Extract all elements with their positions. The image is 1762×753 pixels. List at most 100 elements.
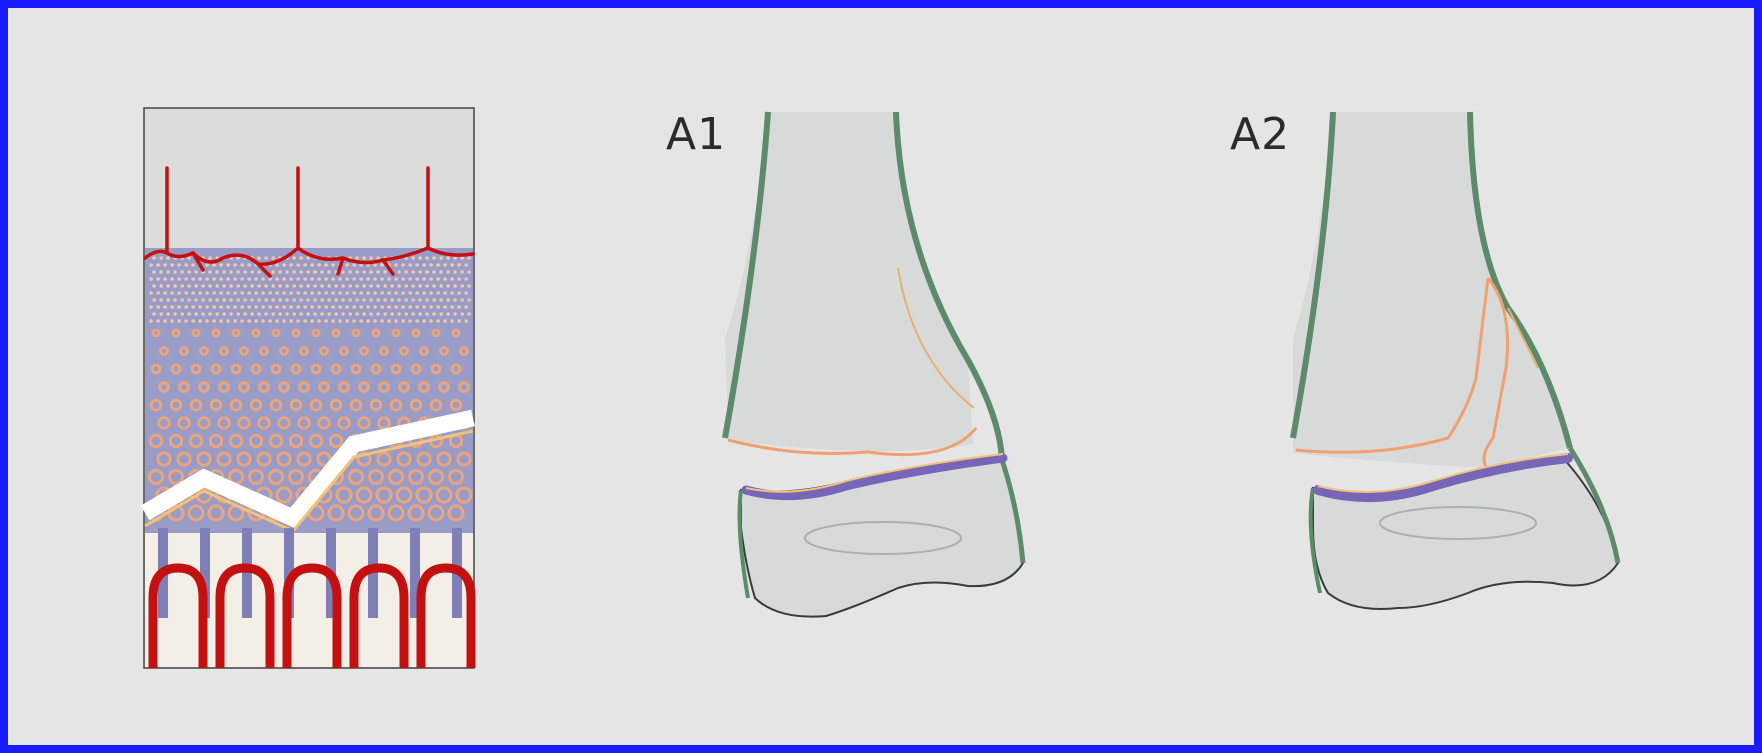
bone-a2 (1293, 112, 1618, 609)
resting-cell (226, 291, 230, 295)
resting-cell (408, 263, 412, 267)
resting-cell (166, 298, 170, 302)
resting-cell (303, 277, 307, 281)
resting-cell (275, 263, 279, 267)
resting-cell (415, 305, 419, 309)
resting-cell (446, 256, 450, 260)
resting-cell (376, 284, 380, 288)
resting-cell (310, 277, 314, 281)
resting-cell (170, 319, 174, 323)
resting-cell (212, 305, 216, 309)
resting-cell (443, 263, 447, 267)
resting-cell (320, 298, 324, 302)
resting-cell (299, 270, 303, 274)
resting-cell (450, 263, 454, 267)
resting-cell (453, 270, 457, 274)
resting-cell (457, 263, 461, 267)
resting-cell (149, 319, 153, 323)
resting-cell (327, 298, 331, 302)
label-a2: A2 (1230, 113, 1290, 157)
resting-cell (338, 277, 342, 281)
resting-cell (215, 312, 219, 316)
resting-cell (229, 284, 233, 288)
resting-cell (285, 312, 289, 316)
resting-cell (180, 312, 184, 316)
resting-cell (422, 291, 426, 295)
resting-cell (198, 277, 202, 281)
resting-cell (383, 298, 387, 302)
resting-cell (222, 312, 226, 316)
resting-cell (460, 270, 464, 274)
resting-cell (208, 298, 212, 302)
resting-cell (362, 298, 366, 302)
resting-cell (250, 298, 254, 302)
resting-cell (418, 298, 422, 302)
resting-cell (313, 312, 317, 316)
resting-cell (425, 256, 429, 260)
resting-cell (170, 291, 174, 295)
resting-cell (229, 298, 233, 302)
resting-cell (334, 284, 338, 288)
resting-cell (443, 291, 447, 295)
resting-cell (464, 277, 468, 281)
resting-cell (376, 298, 380, 302)
resting-cell (443, 305, 447, 309)
resting-cell (341, 270, 345, 274)
resting-cell (446, 298, 450, 302)
resting-cell (376, 312, 380, 316)
resting-cell (341, 284, 345, 288)
resting-cell (261, 305, 265, 309)
resting-cell (327, 312, 331, 316)
resting-cell (380, 291, 384, 295)
resting-cell (198, 305, 202, 309)
resting-cell (254, 305, 258, 309)
resting-cell (390, 298, 394, 302)
resting-cell (236, 270, 240, 274)
resting-cell (191, 277, 195, 281)
resting-cell (324, 263, 328, 267)
resting-cell (173, 298, 177, 302)
resting-cell (296, 263, 300, 267)
resting-cell (156, 291, 160, 295)
resting-cell (152, 298, 156, 302)
resting-cell (408, 305, 412, 309)
resting-cell (226, 277, 230, 281)
resting-cell (261, 291, 265, 295)
resting-cell (257, 284, 261, 288)
resting-cell (184, 319, 188, 323)
resting-cell (380, 319, 384, 323)
resting-cell (457, 277, 461, 281)
resting-cell (366, 291, 370, 295)
resting-cell (257, 312, 261, 316)
resting-cell (453, 284, 457, 288)
resting-cell (369, 270, 373, 274)
resting-cell (170, 277, 174, 281)
resting-cell (163, 305, 167, 309)
resting-cell (404, 270, 408, 274)
resting-cell (310, 291, 314, 295)
resting-cell (296, 305, 300, 309)
resting-cell (212, 319, 216, 323)
resting-cell (296, 277, 300, 281)
resting-cell (362, 284, 366, 288)
resting-cell (264, 312, 268, 316)
resting-cell (236, 284, 240, 288)
resting-cell (324, 305, 328, 309)
resting-cell (334, 298, 338, 302)
resting-cell (429, 263, 433, 267)
resting-cell (418, 256, 422, 260)
resting-cell (264, 256, 268, 260)
resting-cell (191, 291, 195, 295)
resting-cell (159, 270, 163, 274)
resting-cell (205, 263, 209, 267)
resting-cell (299, 284, 303, 288)
resting-cell (292, 284, 296, 288)
resting-cell (268, 305, 272, 309)
resting-cell (173, 284, 177, 288)
resting-cell (429, 277, 433, 281)
resting-cell (439, 256, 443, 260)
resting-cell (331, 263, 335, 267)
resting-cell (219, 319, 223, 323)
resting-cell (163, 319, 167, 323)
